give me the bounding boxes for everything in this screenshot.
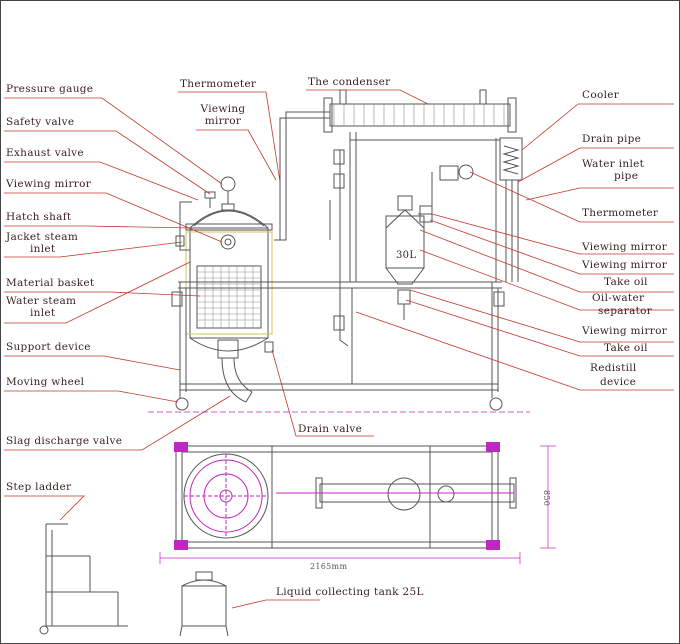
label-water-inlet-pipe-2: pipe [614, 170, 639, 182]
label-viewing-mirror-r1: Viewing mirror [582, 241, 668, 253]
label-take-oil-1: Take oil [604, 276, 648, 288]
label-drain-pipe: Drain pipe [582, 133, 642, 145]
label-water-inlet-pipe-1: Water inlet [582, 158, 645, 170]
right-piping [329, 149, 474, 347]
label-support-device: Support device [6, 341, 91, 353]
label-safety-valve: Safety valve [6, 116, 75, 128]
label-redistill-device-2: device [600, 376, 637, 388]
label-viewing-mirror-left: Viewing mirror [6, 178, 92, 190]
label-viewing-mirror-r3: Viewing mirror [582, 325, 668, 337]
label-water-steam-inlet-2: inlet [30, 307, 56, 319]
dimension-lines [159, 445, 556, 564]
label-cooler: Cooler [582, 89, 620, 101]
label-condenser: The condenser [308, 76, 391, 88]
label-thermometer-right: Thermometer [582, 207, 659, 219]
label-viewing-mirror-top-1: Viewing [200, 103, 246, 115]
label-drain-valve: Drain valve [298, 423, 363, 435]
label-material-basket: Material basket [6, 277, 95, 289]
label-viewing-mirror-top-2: mirror [204, 115, 242, 127]
label-jacket-steam-inlet-2: inlet [30, 243, 56, 255]
cooler [499, 137, 523, 282]
label-oil-water-separator-1: Oil-water [592, 292, 645, 304]
label-redistill-device-1: Redistill [590, 362, 637, 374]
label-water-steam-inlet-1: Water steam [6, 295, 77, 307]
condenser [323, 89, 517, 133]
label-moving-wheel: Moving wheel [6, 376, 85, 388]
label-liquid-collecting-tank: Liquid collecting tank 25L [276, 586, 424, 598]
plan-view [174, 442, 517, 550]
label-oil-water-separator-2: separator [598, 305, 653, 317]
label-exhaust-valve: Exhaust valve [6, 147, 84, 159]
label-separator-volume: 30L [396, 250, 417, 261]
label-hatch-shaft: Hatch shaft [6, 211, 72, 223]
liquid-collecting-tank [179, 571, 229, 637]
label-jacket-steam-inlet-1: Jacket steam [6, 231, 79, 243]
label-take-oil-2: Take oil [604, 342, 648, 354]
label-step-ladder: Step ladder [6, 481, 72, 493]
label-thermometer-top: Thermometer [180, 78, 257, 90]
label-dim-width: 2165mm [310, 562, 348, 571]
extraction-tank [175, 111, 330, 403]
label-slag-discharge-valve: Slag discharge valve [6, 435, 123, 447]
oil-water-separator [385, 195, 433, 320]
label-viewing-mirror-r2: Viewing mirror [582, 259, 668, 271]
label-pressure-gauge: Pressure gauge [6, 83, 94, 95]
step-ladder [39, 523, 128, 635]
label-dim-height: 850 [542, 490, 551, 507]
leader-lines [4, 89, 674, 609]
